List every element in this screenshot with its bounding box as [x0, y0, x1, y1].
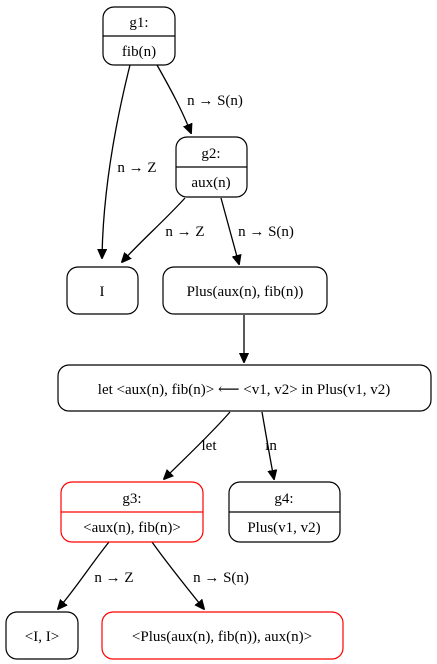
edge-g2-to-i: n → Z	[122, 197, 205, 262]
edge-label-g1-to-g2: n → S(n)	[187, 93, 243, 109]
edge-let-to-g4: in	[261, 411, 277, 479]
node-g2-header: g2:	[201, 146, 220, 162]
node-g3-body: <aux(n), fib(n)>	[83, 520, 181, 536]
node-g1: g1: fib(n)	[102, 6, 176, 66]
edge-label-g1-to-i: n → Z	[117, 160, 156, 176]
edge-label-g2-to-i: n → Z	[165, 224, 204, 240]
edge-g3-to-pair-i: n → Z	[58, 541, 134, 609]
edge-label-g2-to-plus: n → S(n)	[238, 224, 294, 240]
node-g4-header: g4:	[274, 491, 293, 507]
edge-let-to-g3: let	[164, 411, 231, 479]
node-g1-header: g1:	[129, 15, 148, 31]
edge-label-g3-to-pair-i: n → Z	[94, 570, 133, 586]
edge-g2-to-plus: n → S(n)	[220, 197, 294, 264]
edge-g1-to-i: n → Z	[102, 64, 157, 258]
node-g3-header: g3:	[122, 491, 141, 507]
node-i-leaf-label: I	[100, 284, 105, 300]
node-g2: g2: aux(n)	[175, 136, 248, 198]
edge-label-let-to-g4: in	[265, 438, 277, 454]
node-g4: g4: Plus(v1, v2)	[228, 481, 341, 543]
node-pair-plus: <Plus(aux(n), fib(n)), aux(n)>	[101, 611, 344, 660]
edge-g3-to-pair-plus: n → S(n)	[151, 541, 249, 609]
node-pair-i: <I, I>	[5, 611, 79, 660]
node-let: let <aux(n), fib(n)> ⟵ <v1, v2> in Plus(…	[57, 364, 432, 412]
node-plus: Plus(aux(n), fib(n))	[162, 266, 328, 315]
edge-label-g3-to-pair-plus: n → S(n)	[193, 570, 249, 586]
node-let-label: let <aux(n), fib(n)> ⟵ <v1, v2> in Plus(…	[98, 382, 390, 398]
node-pair-plus-label: <Plus(aux(n), fib(n)), aux(n)>	[132, 629, 312, 645]
node-plus-label: Plus(aux(n), fib(n))	[187, 284, 304, 300]
node-g2-body: aux(n)	[191, 175, 230, 191]
node-g3: g3: <aux(n), fib(n)>	[60, 481, 204, 543]
edge-g1-to-g2: n → S(n)	[156, 64, 243, 133]
edge-label-let-to-g3: let	[202, 438, 218, 454]
node-pair-i-label: <I, I>	[25, 629, 59, 645]
node-i-leaf: I	[66, 266, 139, 315]
node-g1-body: fib(n)	[122, 44, 156, 60]
node-g4-body: Plus(v1, v2)	[247, 520, 320, 536]
